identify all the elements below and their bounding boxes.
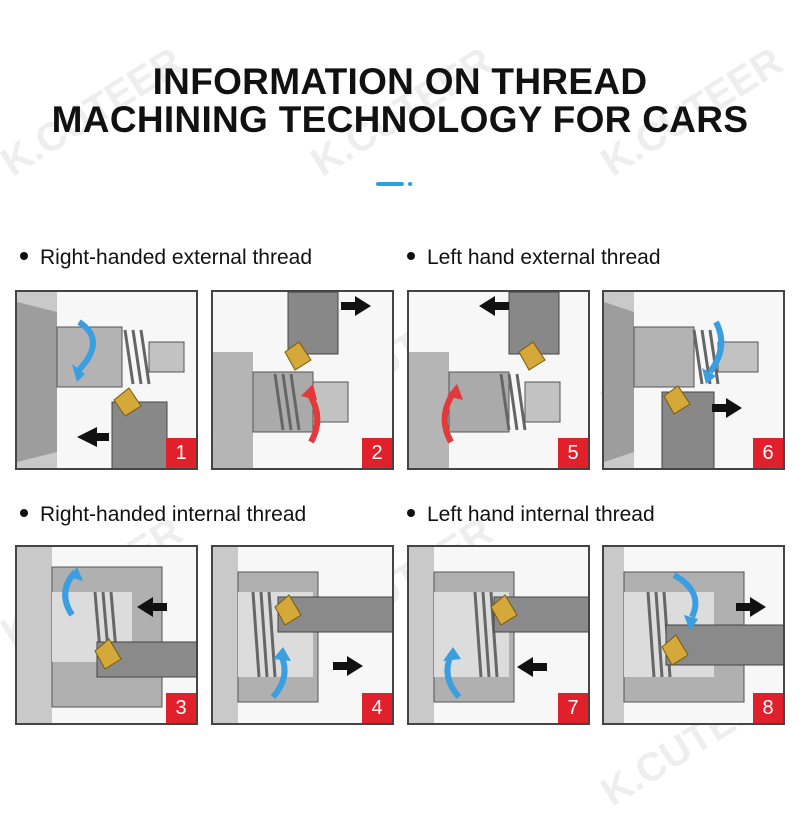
panel-number-badge: 7	[558, 693, 588, 723]
diagram-panel: 4	[211, 545, 394, 725]
panel-number-badge: 1	[166, 438, 196, 468]
external-thread-illustration	[17, 292, 185, 468]
diagram-panel: 8	[602, 545, 785, 725]
feed-arrow-left-icon	[137, 597, 153, 617]
diagram-panel: 3	[15, 545, 198, 725]
internal-thread-illustration	[17, 547, 196, 723]
title-divider	[376, 182, 412, 186]
section-heading-left-internal: Left hand internal thread	[407, 502, 655, 528]
rotation-arrow-icon	[707, 320, 725, 374]
diagram-panel: 7	[407, 545, 590, 725]
rotation-arrow-icon	[672, 572, 699, 619]
page-title-line-1: INFORMATION ON THREAD	[152, 61, 648, 102]
feed-arrow-right-icon	[333, 662, 347, 670]
diagram-panel: 1	[15, 290, 198, 470]
section-heading-left-external: Left hand external thread	[407, 245, 661, 271]
rotation-arrow-icon	[76, 319, 96, 373]
external-thread-illustration	[604, 292, 759, 468]
internal-thread-illustration	[409, 547, 588, 723]
feed-arrow-left-icon	[517, 657, 533, 677]
internal-thread-illustration	[604, 547, 783, 723]
external-thread-illustration	[213, 292, 371, 468]
feed-arrow-right-icon	[736, 603, 750, 611]
section-heading-right-external: Right-handed external thread	[20, 245, 312, 271]
feed-arrow-left-icon	[77, 427, 97, 447]
page-title-line-2: MACHINING TECHNOLOGY FOR CARS	[51, 99, 749, 140]
feed-arrow-left-icon	[479, 296, 495, 316]
bullet-icon	[20, 509, 28, 518]
external-thread-illustration	[409, 292, 561, 468]
diagram-panel: 6	[602, 290, 785, 470]
panel-number-badge: 8	[753, 693, 783, 723]
bullet-icon	[407, 509, 415, 518]
feed-arrow-right-icon	[712, 404, 726, 412]
internal-thread-illustration	[213, 547, 392, 723]
diagram-panel: 5	[407, 290, 590, 470]
bullet-icon	[407, 252, 415, 261]
bullet-icon	[20, 252, 28, 261]
section-heading-right-internal: Right-handed internal thread	[20, 502, 306, 528]
panel-number-badge: 4	[362, 693, 392, 723]
panel-number-badge: 3	[166, 693, 196, 723]
panel-number-badge: 6	[753, 438, 783, 468]
panel-number-badge: 5	[558, 438, 588, 468]
panel-number-badge: 2	[362, 438, 392, 468]
diagram-panel: 2	[211, 290, 394, 470]
feed-arrow-right-icon	[341, 302, 355, 310]
